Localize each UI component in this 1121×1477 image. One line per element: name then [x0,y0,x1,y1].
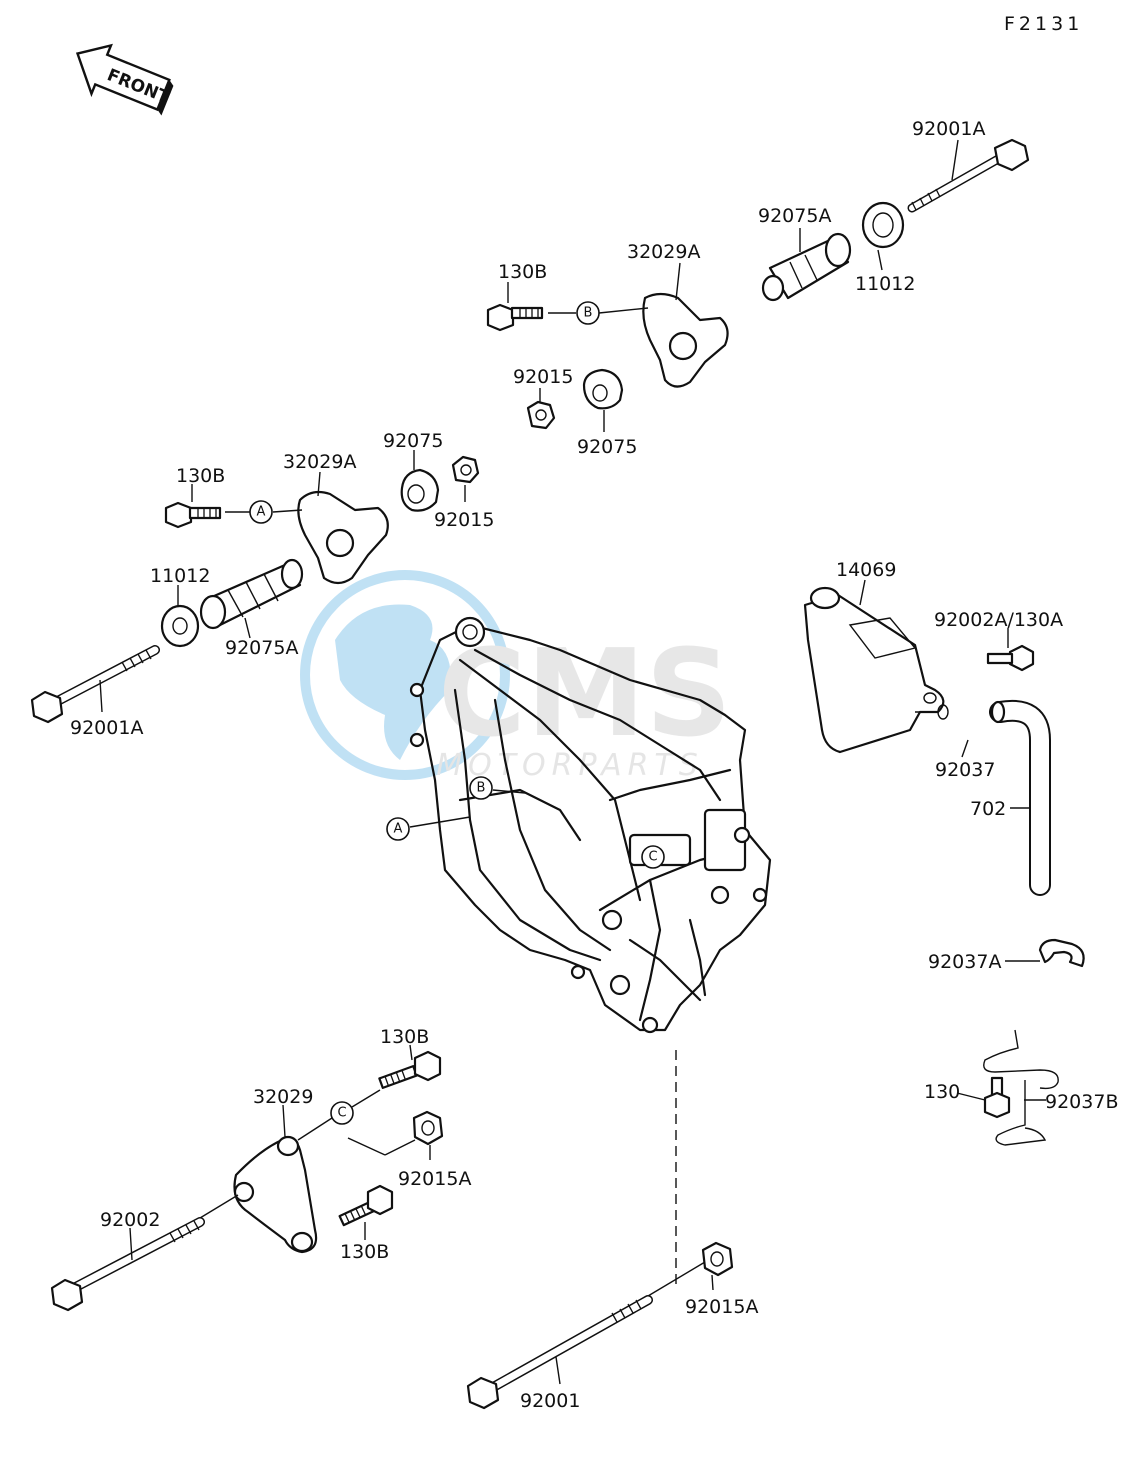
label-92037: 92037 [935,759,995,781]
label-92002a-130a: 92002A/130A [934,609,1063,631]
collar-11012-top [861,201,905,249]
nut-92015a-lower [412,1110,444,1146]
label-11012-top: 11012 [855,273,915,295]
label-130b-mid: 130B [176,465,225,487]
bolt-92002 [50,1194,239,1312]
bolt-130b-top [486,303,544,332]
label-92015a-lower: 92015A [398,1168,471,1190]
bracket-32029a-top [642,292,729,388]
bolt-92001a-top [907,138,1030,213]
label-32029a-top: 32029A [627,241,700,263]
front-arrow-icon: FRONT [75,43,174,116]
label-92001a-top: 92001A [912,118,985,140]
label-92075-upper: 92075 [383,430,443,452]
bolt-130b-lower [378,1050,442,1089]
label-92037a: 92037A [928,951,1001,973]
collar-11012-left [160,604,200,648]
callout-letter: C [337,1106,346,1121]
label-92015-top: 92015 [513,366,573,388]
clamp-92037 [915,704,949,720]
hose-702 [989,699,1051,896]
callout-letter: A [257,505,266,520]
label-92075-mid: 92075 [577,436,637,458]
clamp-92037b [983,1029,1059,1146]
label-92015-mid: 92015 [434,509,494,531]
collar-92075-mid [582,368,624,410]
callout-c-frame: C [641,845,665,869]
label-92001: 92001 [520,1390,580,1412]
nut-92015a-right [701,1241,734,1277]
label-32029: 32029 [253,1086,313,1108]
callout-b-frame: B [469,776,526,800]
bolt-92001 [466,1261,706,1410]
oil-tank-14069 [803,586,945,754]
bushing-92075a-top [761,232,852,302]
nut-92015-mid [451,455,480,484]
bracket-32029 [233,1135,318,1254]
svg-text:CMS: CMS [438,625,732,764]
label-11012-left: 11012 [150,565,210,587]
label-92015a-right: 92015A [685,1296,758,1318]
label-130b-top: 130B [498,261,547,283]
label-92075a-left: 92075A [225,637,298,659]
callout-letter: A [394,822,403,837]
nut-92015-top [526,400,556,430]
clamp-92037a [1038,938,1085,968]
bolt-130b-bottom [338,1184,394,1227]
callout-b-top: B [548,301,649,325]
label-92075a-top: 92075A [758,205,831,227]
label-92002: 92002 [100,1209,160,1231]
callout-letter: B [584,306,593,321]
collar-92075-upper [400,468,440,512]
label-130b-lower: 130B [380,1026,429,1048]
callout-a-frame: A [386,816,471,841]
figure-code: F2131 [1004,13,1083,35]
callout-a-mid: A [225,500,303,524]
label-32029a-mid: 32029A [283,451,356,473]
label-92001a-left: 92001A [70,717,143,739]
bolt-92002a-130a [986,644,1035,672]
label-702: 702 [970,798,1006,820]
label-92037b: 92037B [1045,1091,1118,1113]
callout-letter: C [648,850,657,865]
bolt-130b-mid [164,501,222,529]
label-130b-bottom: 130B [340,1241,389,1263]
bolt-92001a-left [30,645,160,724]
bracket-32029a-mid [297,490,389,585]
callout-letter: B [477,781,486,796]
label-14069: 14069 [836,559,896,581]
watermark-logo: CMS MOTORPARTS [300,570,732,783]
motorcycle-frame [409,616,772,1290]
bushing-92075a-left [199,558,304,630]
callout-c-lower: C [297,1089,416,1156]
bolt-130-right [983,1076,1011,1119]
label-130-right: 130 [924,1081,960,1103]
